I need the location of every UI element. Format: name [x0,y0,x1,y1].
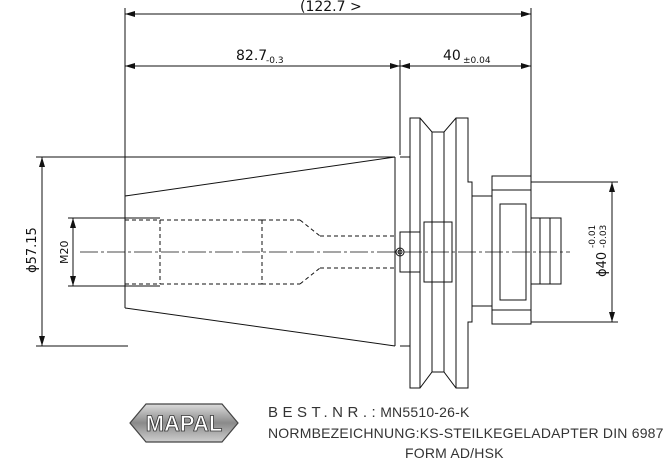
standard-row: NORMBEZEICHNUNG:KS-STEILKEGELADAPTER DIN… [268,423,664,443]
dim-bore-tol-lower: -0.03 [599,225,609,248]
arrowheads [39,11,615,346]
technical-drawing: (122.7 > 82.7 -0.3 40 ±0.04 ϕ57.15 M20 ϕ… [25,0,618,389]
standard-form: FORM AD/HSK [405,445,504,461]
dim-flange-text: 40 [443,48,461,64]
flange-vgroove [409,117,473,389]
dim-overall-text: (122.7 > [300,0,362,15]
dim-bore-tol-upper: -0.01 [588,225,598,248]
order-row: BEST.NR.:MN5510-26-K [268,402,664,423]
part-outline [124,117,562,389]
standard-value: KS-STEILKEGELADAPTER DIN 6987 [419,425,664,441]
dim-taper-diameter-text: ϕ57.15 [25,227,40,273]
order-value: MN5510-26-K [380,404,470,420]
form-row: FORM AD/HSK [268,443,664,463]
order-label: BEST.NR.: [268,404,381,421]
title-block: BEST.NR.:MN5510-26-K NORMBEZEICHNUNG:KS-… [268,402,664,463]
standard-label: NORMBEZEICHNUNG: [268,425,420,441]
dim-taper-text: 82.7 [236,48,267,64]
dim-bore-text: ϕ40 [595,252,610,277]
logo-text: MAPAL [146,411,223,436]
mapal-logo: MAPAL [129,403,239,443]
dim-taper-tol: -0.3 [266,56,284,66]
dim-flange-tol: ±0.04 [463,56,491,66]
taper-cone [124,156,396,197]
dim-thread-text: M20 [58,241,71,265]
